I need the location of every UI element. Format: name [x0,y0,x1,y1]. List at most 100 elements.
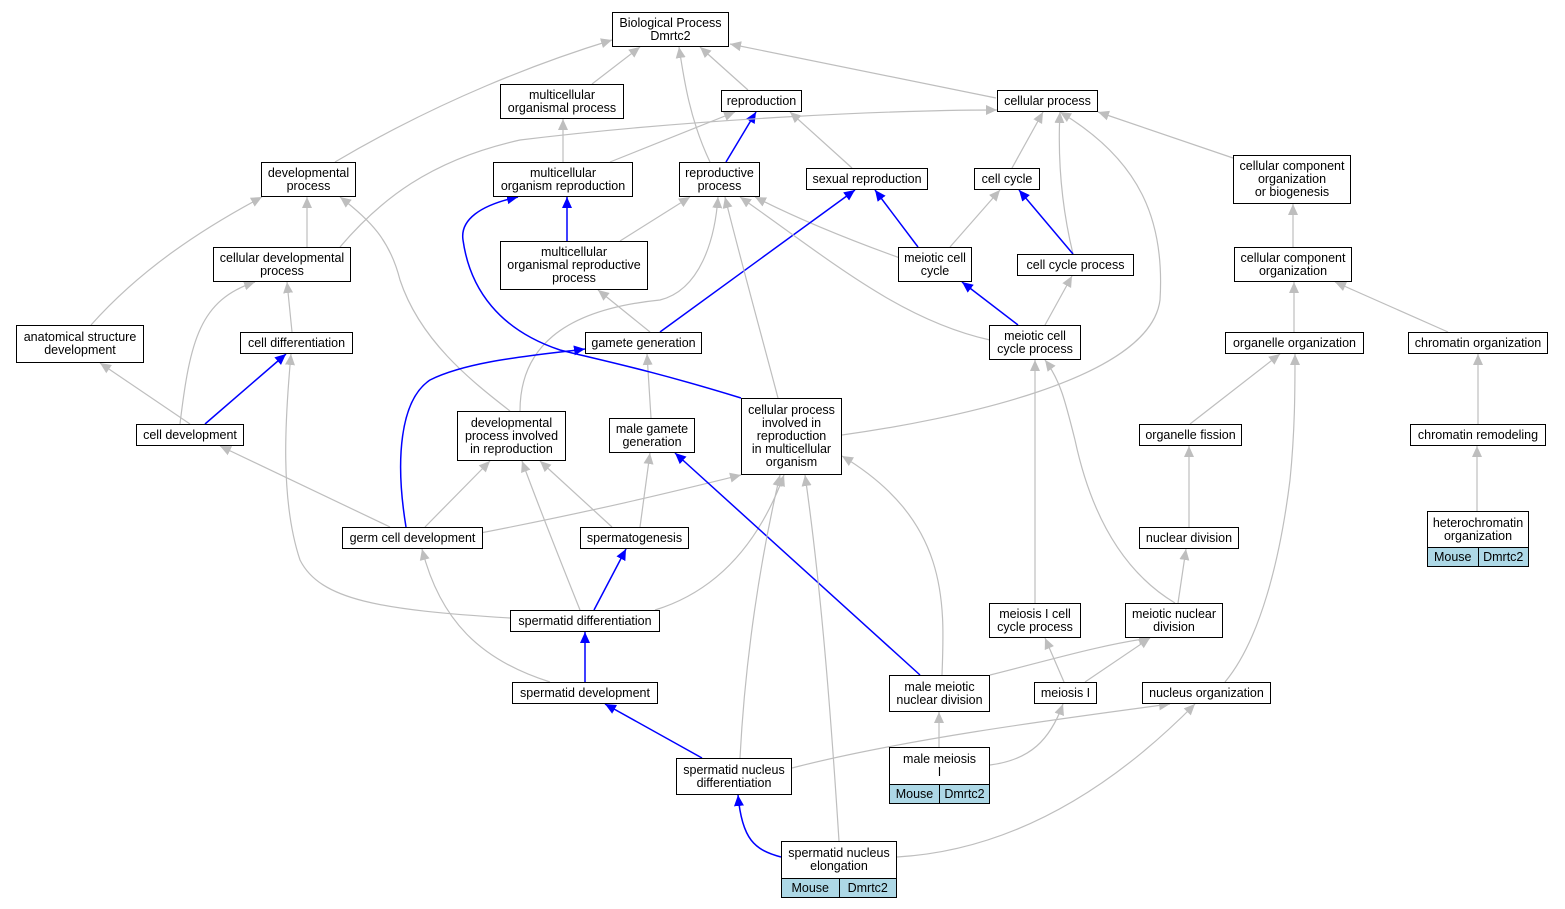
edge-sexual-reproduction-to-reproduction [789,111,853,169]
node-label: male meiosis I [903,752,976,779]
node-chromatin-remodeling[interactable]: chromatin remodeling [1410,424,1546,446]
gene-cell: Dmrtc2 [939,785,989,803]
node-nuclear-division[interactable]: nuclear division [1139,527,1239,549]
edge-cell-development-to-asd [99,362,191,425]
node-meiosis-i-cell-cycle-process[interactable]: meiosis I cell cycle process [989,603,1081,638]
node-cellular-process-involved-in-reproduction[interactable]: cellular process involved in reproductio… [741,398,842,475]
node-organelle-organization[interactable]: organelle organization [1225,332,1364,354]
edge-ccob-to-cellular-process [1097,110,1234,159]
node-cellular-developmental-process[interactable]: cellular developmental process [213,247,351,282]
node-developmental-process[interactable]: developmental process [261,162,356,197]
node-multicellular-organism-reproduction[interactable]: multicellular organism reproduction [493,162,633,197]
node-male-gamete-generation[interactable]: male gamete generation [609,418,695,453]
edge-spermatogenesis-to-dpir [539,460,613,528]
node-label: spermatogenesis [586,530,683,545]
node-spermatogenesis[interactable]: spermatogenesis [580,527,689,549]
node-label: developmental process involved in reprod… [464,415,559,456]
node-anatomical-structure-development[interactable]: anatomical structure development [16,325,144,363]
node-label: nucleus organization [1149,685,1264,700]
node-label: heterochromatin organization [1432,515,1524,543]
edge-cell-cycle-process-to-cellular-process [1054,111,1074,255]
node-label: meiotic cell cycle process [997,328,1073,356]
edge-mnd-to-nuclear-division [1177,548,1190,604]
node-label: spermatid development [520,685,650,700]
node-nucleus-organization[interactable]: nucleus organization [1142,682,1271,704]
edge-gcd-to-gamete-generation [399,345,586,528]
edge-mccp-to-reproductive-process [739,196,991,341]
node-label: meiosis I cell cycle process [997,606,1073,634]
node-label: cellular process [1004,93,1091,108]
node-cell-differentiation[interactable]: cell differentiation [240,332,353,354]
gene-cell: Dmrtc2 [838,879,897,897]
node-meiotic-cell-cycle-process[interactable]: meiotic cell cycle process [989,325,1081,360]
node-meiotic-nuclear-division[interactable]: meiotic nuclear division [1125,603,1223,638]
edge-snd-to-cpir [739,474,783,759]
node-gamete-generation[interactable]: gamete generation [585,332,702,354]
node-cellular-component-organization-or-biogenesis[interactable]: cellular component organization or bioge… [1233,155,1351,204]
edge-asd-to-developmental-process [90,196,263,326]
edge-male-meiosis-i-to-meiosis-i [989,703,1064,766]
node-label: cellular component organization [1240,250,1346,278]
edge-chromatin-organization-to-cco [1334,281,1449,333]
node-chromatin-organization[interactable]: chromatin organization [1408,332,1548,354]
edge-gcd-to-dpir [424,460,491,528]
edge-gamete-generation-to-morp [597,289,651,333]
node-label: cell cycle [981,171,1033,186]
edge-cell-cycle-process-to-cell-cycle [1018,189,1074,255]
edge-sne-to-nucleus-organization [896,703,1196,858]
node-label: spermatid differentiation [518,613,652,628]
node-label: chromatin organization [1414,335,1542,350]
node-cell-development[interactable]: cell development [136,424,244,446]
edge-cell-development-to-cell-differentiation [204,353,287,425]
node-label: multicellular organismal reproductive pr… [507,245,641,285]
node-organelle-fission[interactable]: organelle fission [1139,424,1242,446]
edge-reproductive-process-to-reproduction [725,111,757,163]
node-label: organelle organization [1232,335,1356,350]
node-cell-cycle-process[interactable]: cell cycle process [1017,254,1134,276]
node-label: multicellular organism reproduction [500,165,626,193]
node-reproduction[interactable]: reproduction [721,90,802,112]
edge-cell-development-to-cdp [179,280,256,425]
node-cellular-component-organization[interactable]: cellular component organization [1234,247,1352,282]
node-germ-cell-development[interactable]: germ cell development [342,527,483,549]
edge-cell-cycle-to-cellular-process [1011,111,1044,169]
node-label: cell cycle process [1026,257,1125,272]
edge-cell-differentiation-to-cdp [283,281,294,333]
edge-spermatid-development-to-gcd [419,548,551,683]
node-spermatid-differentiation[interactable]: spermatid differentiation [510,610,660,632]
node-multicellular-organismal-reproductive-process[interactable]: multicellular organismal reproductive pr… [500,241,648,290]
edge-organelle-fission-to-organelle-organization [1189,353,1281,425]
edge-cpir-to-mor [462,194,742,399]
node-label: cellular developmental process [219,250,345,278]
node-spermatid-development[interactable]: spermatid development [512,682,658,704]
node-multicellular-organismal-process[interactable]: multicellular organismal process [500,84,624,119]
node-label: cell differentiation [247,335,346,350]
node-label: multicellular organismal process [507,87,617,115]
node-reproductive-process[interactable]: reproductive process [679,162,760,197]
edge-male-gamete-generation-to-gamete-generation [642,353,653,419]
edge-cpir-to-cellular-process [841,111,1162,436]
node-meiotic-cell-cycle[interactable]: meiotic cell cycle [898,247,972,282]
node-spermatid-nucleus-differentiation[interactable]: spermatid nucleus differentiation [676,758,792,795]
node-biological-process-root[interactable]: Biological Process Dmrtc2 [612,12,729,47]
node-cell-cycle[interactable]: cell cycle [974,168,1040,190]
edge-mmnd-to-male-gamete-generation [674,452,921,676]
edge-cellular-process-to-root [729,41,997,99]
node-cellular-process[interactable]: cellular process [997,90,1098,112]
node-meiosis-i[interactable]: meiosis I [1034,682,1097,704]
node-sexual-reproduction[interactable]: sexual reproduction [806,168,928,190]
node-developmental-process-involved-in-reproduction[interactable]: developmental process involved in reprod… [457,411,566,461]
node-label: male gamete generation [615,421,689,449]
node-male-meiotic-nuclear-division[interactable]: male meiotic nuclear division [889,675,990,712]
edge-gcd-to-cpir [469,472,742,536]
node-label: male meiotic nuclear division [896,679,983,707]
edge-meiotic-cell-cycle-to-reproductive-process [754,196,901,259]
edge-spermatid-differentiation-to-cell-differentiation [285,353,511,619]
edge-reproductive-process-to-root [675,46,711,163]
node-label: anatomical structure development [23,330,137,357]
